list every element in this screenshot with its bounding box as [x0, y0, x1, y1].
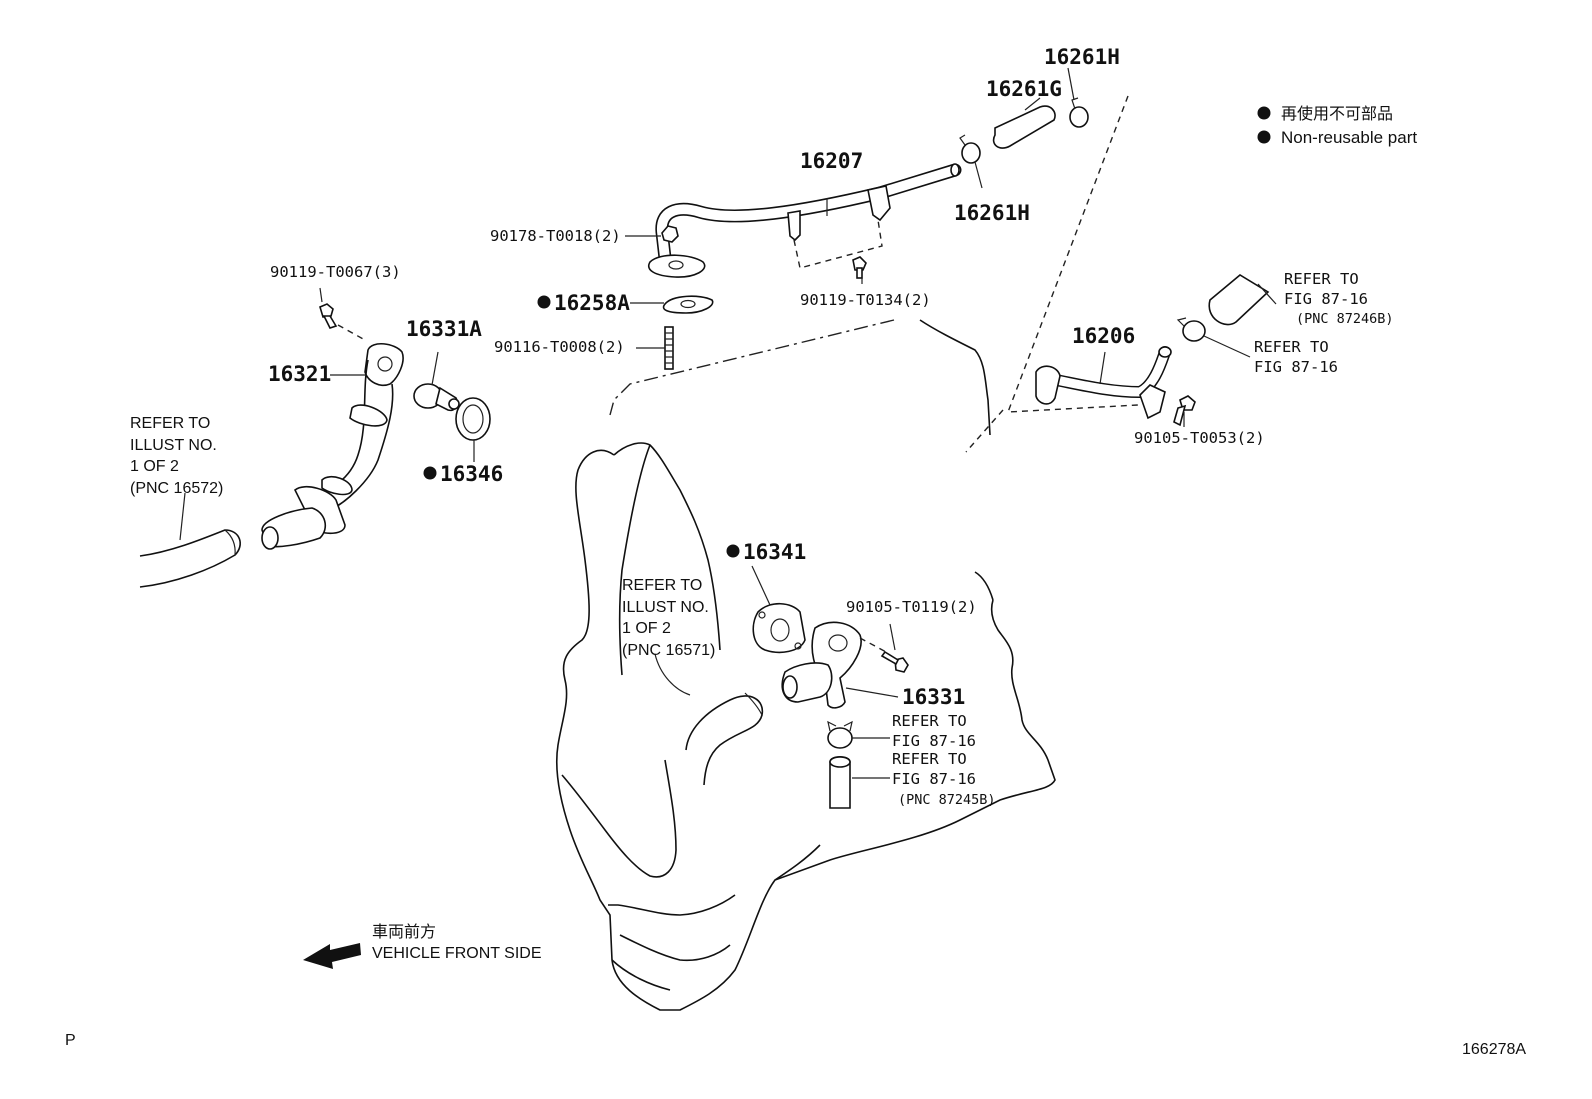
connection-dash-lines — [965, 95, 1139, 453]
label-16258a[interactable]: 16258A — [554, 291, 630, 315]
hose-bottom[interactable] — [829, 755, 851, 809]
label-90116-t0008[interactable]: 90116-T0008(2) — [494, 338, 625, 356]
label-16207[interactable]: 16207 — [800, 149, 863, 173]
svg-text:REFER TO: REFER TO — [1284, 270, 1359, 288]
leader-lines — [179, 67, 1277, 779]
svg-text:REFER TO: REFER TO — [130, 415, 210, 432]
water-outlet-16331[interactable] — [781, 621, 862, 709]
legend-jp: 再使用不可部品 — [1281, 105, 1393, 123]
label-16206[interactable]: 16206 — [1072, 324, 1135, 348]
pipe-bracket-b — [867, 185, 891, 222]
svg-text:ILLUST NO.: ILLUST NO. — [130, 437, 217, 454]
label-90119-t0134[interactable]: 90119-T0134(2) — [800, 291, 931, 309]
svg-text:REFER TO: REFER TO — [892, 712, 967, 730]
radiator-hose-center[interactable] — [685, 692, 764, 786]
svg-text:REFER TO: REFER TO — [1254, 338, 1329, 356]
direction-en: VEHICLE FRONT SIDE — [372, 945, 542, 962]
label-90105-t0119[interactable]: 90105-T0119(2) — [846, 598, 977, 616]
label-16261h-top[interactable]: 16261H — [1044, 45, 1120, 69]
bolt-guide-dash — [337, 324, 366, 341]
part-labels: 16261H 16261G 16207 16261H 90178-T0018(2… — [268, 45, 1265, 709]
water-pipe-tube-inner — [657, 165, 960, 263]
label-16346[interactable]: 16346 — [440, 462, 503, 486]
label-90178-t0018[interactable]: 90178-T0018(2) — [490, 227, 621, 245]
refer-note-right-clamp: REFER TO FIG 87-16 — [1254, 338, 1338, 376]
bolt-guide-dash-center — [859, 637, 889, 654]
svg-text:FIG 87-16: FIG 87-16 — [892, 732, 976, 750]
legend: 再使用不可部品 Non-reusable part — [1257, 105, 1417, 147]
clamp-16261h-upper[interactable] — [1069, 97, 1089, 128]
hose-16261g[interactable] — [992, 105, 1056, 149]
pipe-flange-hole — [668, 260, 684, 270]
svg-text:(PNC 87245B): (PNC 87245B) — [898, 792, 996, 808]
clamp-right[interactable] — [1176, 317, 1206, 342]
svg-text:1 OF 2: 1 OF 2 — [622, 620, 671, 637]
bolt-90105-t0119[interactable] — [880, 650, 909, 673]
front-arrow-icon — [303, 943, 361, 969]
refer-note-center: REFER TO ILLUST NO. 1 OF 2 (PNC 16571) — [622, 577, 715, 659]
label-16261g[interactable]: 16261G — [986, 77, 1062, 101]
svg-text:ILLUST NO.: ILLUST NO. — [622, 599, 709, 616]
bracket-dash-box — [793, 219, 883, 269]
bolt-90119-t0134[interactable] — [852, 256, 867, 279]
water-pipe-16207[interactable] — [648, 163, 962, 278]
legend-bullet-en — [1257, 130, 1271, 144]
label-16331a[interactable]: 16331A — [406, 317, 482, 341]
svg-text:(PNC 16571): (PNC 16571) — [622, 642, 715, 659]
svg-text:REFER TO: REFER TO — [622, 577, 702, 594]
svg-text:FIG 87-16: FIG 87-16 — [892, 770, 976, 788]
label-90119-t0067[interactable]: 90119-T0067(3) — [270, 263, 401, 281]
refer-note-left: REFER TO ILLUST NO. 1 OF 2 (PNC 16572) — [130, 415, 223, 497]
legend-bullet-jp — [1257, 106, 1271, 120]
pipe-end — [950, 163, 960, 177]
svg-text:FIG 87-16: FIG 87-16 — [1254, 358, 1338, 376]
gasket-16258a[interactable] — [662, 295, 714, 314]
svg-text:1 OF 2: 1 OF 2 — [130, 458, 179, 475]
non-reusable-bullet-16346 — [423, 466, 437, 480]
non-reusable-bullet-16341 — [726, 544, 740, 558]
engine-block-outline — [555, 319, 1056, 1011]
label-16341[interactable]: 16341 — [743, 540, 806, 564]
svg-text:FIG 87-16: FIG 87-16 — [1284, 290, 1368, 308]
refer-note-bottom-clamp: REFER TO FIG 87-16 — [892, 712, 976, 750]
refer-note-right-hose: REFER TO FIG 87-16 (PNC 87246B) — [1284, 270, 1394, 327]
engine-zone-dashdot — [609, 319, 895, 416]
stud-90116-t0008[interactable] — [664, 326, 674, 370]
vehicle-front-indicator: 車両前方 VEHICLE FRONT SIDE — [303, 923, 542, 969]
refer-note-bottom-hose: REFER TO FIG 87-16 (PNC 87245B) — [892, 750, 996, 808]
clamp-bottom[interactable] — [827, 720, 853, 749]
water-inlet-pipe-16321[interactable] — [261, 343, 404, 550]
bolt-90105-t0053[interactable] — [1173, 395, 1196, 427]
pipe-flange — [648, 254, 706, 278]
legend-en: Non-reusable part — [1281, 128, 1417, 147]
label-90105-t0053[interactable]: 90105-T0053(2) — [1134, 429, 1265, 447]
bolt-90119-t0067[interactable] — [319, 303, 338, 329]
bypass-pipe-16206[interactable] — [1035, 346, 1172, 420]
thermostat-16331a[interactable] — [413, 383, 460, 412]
label-16321[interactable]: 16321 — [268, 362, 331, 386]
pipe-bracket-a — [787, 210, 801, 242]
illustration-id: 166278A — [1462, 1041, 1526, 1058]
non-reusable-bullet-16258a — [537, 295, 551, 309]
gasket-16341[interactable] — [752, 602, 806, 654]
svg-text:(PNC 87246B): (PNC 87246B) — [1296, 311, 1394, 327]
direction-jp: 車両前方 — [372, 923, 436, 941]
nut-90178-t0018[interactable] — [661, 225, 679, 243]
clamp-16261h-lower[interactable] — [959, 134, 981, 164]
gasket-16346[interactable] — [455, 397, 491, 441]
corner-mark: P — [65, 1032, 76, 1049]
label-16261h-low[interactable]: 16261H — [954, 201, 1030, 225]
radiator-hose-left[interactable] — [139, 529, 241, 588]
svg-text:REFER TO: REFER TO — [892, 750, 967, 768]
label-16331[interactable]: 16331 — [902, 685, 965, 709]
hose-right[interactable] — [1208, 274, 1270, 326]
svg-text:(PNC 16572): (PNC 16572) — [130, 480, 223, 497]
